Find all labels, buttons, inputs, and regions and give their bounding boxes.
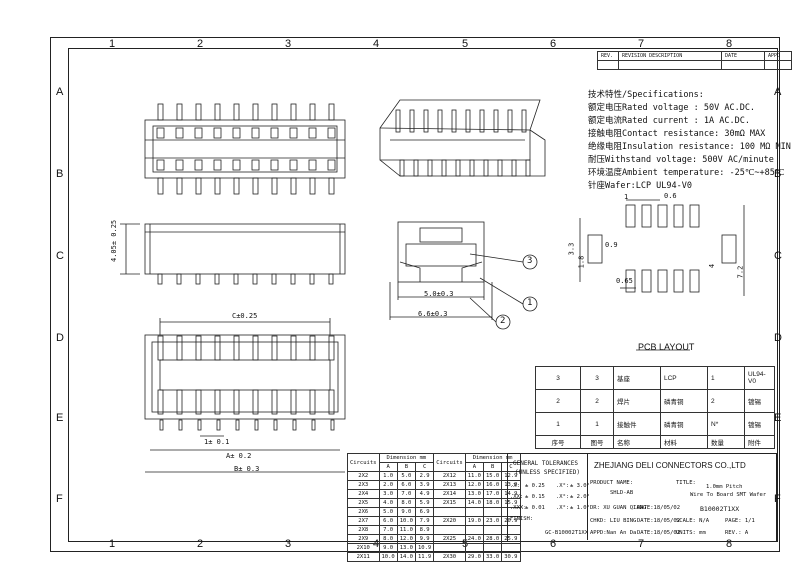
zone-top-7: 7 <box>638 38 645 50</box>
spec-withstand-voltage: 耐压Withstand voltage: 500V AC/minute <box>588 155 774 165</box>
zone-right-d: D <box>774 332 782 344</box>
zone-bottom-2: 2 <box>197 538 204 550</box>
pcb-dim-7-2: 7.2 <box>736 265 745 279</box>
bom-table: 3 3 基座 LCP 1 UL94-V0 2 2 焊片 磷青铜 2 镀锡 1 1… <box>535 366 775 449</box>
finish-label: FINISH: <box>510 516 534 522</box>
pcb-dim-0-6: 0.6 <box>664 192 677 200</box>
zone-right-f: F <box>774 493 781 505</box>
pcb-dim-3-3: 3.3 <box>567 242 576 256</box>
dim-b: B± 0.3 <box>234 465 260 473</box>
zone-left-d: D <box>56 332 64 344</box>
zone-left-f: F <box>56 493 63 505</box>
tol-title: GENERAL TOLERANCES <box>513 460 579 467</box>
dim-c: C±0.25 <box>232 312 258 320</box>
zone-left-a: A <box>56 86 64 98</box>
zone-right-c: C <box>774 250 782 262</box>
dim-5-0: 5.0±0.3 <box>424 290 454 298</box>
zone-top-4: 4 <box>373 38 380 50</box>
top-view-body <box>144 119 346 179</box>
dim-pitch: 1± 0.1 <box>204 438 230 446</box>
pcb-layout-title: PCB LAYOUT <box>638 342 695 352</box>
spec-voltage: 额定电压Rated voltage : 50V AC.DC. <box>588 103 756 113</box>
spec-contact-resistance: 接触电阻Contact resistance: 30mΩ MAX <box>588 129 766 139</box>
zone-left-c: C <box>56 250 64 262</box>
zone-left-e: E <box>56 412 64 424</box>
side-view-body <box>144 223 346 275</box>
part-number: B10002T1XX <box>700 505 740 513</box>
zone-bottom-6: 6 <box>550 538 557 550</box>
spec-temperature: 环境温度Ambient temperature: -25℃~+85℃ <box>588 168 785 178</box>
product-name: SHLD-AB <box>610 490 634 496</box>
bom-row-2: 2 2 焊片 磷青铜 2 镀锡 <box>535 389 775 413</box>
pcb-dim-0-65: 0.65 <box>616 277 633 285</box>
bom-row-3: 3 3 基座 LCP 1 UL94-V0 <box>535 366 775 390</box>
dim-height: 4.05± 0.25 <box>110 219 118 262</box>
zone-bottom-1: 1 <box>109 538 116 550</box>
bom-header: 序号 图号 名称 材料 数量 附件 <box>535 435 775 449</box>
pcb-dim-1: 1 <box>624 193 629 201</box>
pcb-dim-4: 4 <box>708 263 717 269</box>
tol-sub: (UNLESS SPECIFIED) <box>515 469 581 476</box>
zone-top-8: 8 <box>726 38 733 50</box>
company-name: ZHEJIANG DELI CONNECTORS CO.,LTD <box>594 461 746 470</box>
zone-bottom-7: 7 <box>638 538 645 550</box>
pcb-dim-0-9: 0.9 <box>605 241 618 249</box>
zone-right-b: B <box>774 168 782 180</box>
zone-right-e: E <box>774 412 782 424</box>
callout-2: 2 <box>500 316 506 326</box>
bottom-view-body <box>144 334 346 420</box>
zone-left-b: B <box>56 168 64 180</box>
zone-top-5: 5 <box>462 38 469 50</box>
zone-top-2: 2 <box>197 38 204 50</box>
callout-1: 1 <box>527 298 533 308</box>
zone-top-6: 6 <box>550 38 557 50</box>
zone-right-a: A <box>774 86 782 98</box>
callout-3: 3 <box>527 256 533 266</box>
revision-table: REV. REVISION DESCRIPTION DATE APPD <box>597 51 792 70</box>
zone-top-3: 3 <box>285 38 292 50</box>
dim-6-6: 6.6±0.3 <box>418 310 448 318</box>
end-view-body <box>397 221 485 283</box>
bom-row-1: 1 1 接触件 磷青铜 N* 镀锡 <box>535 412 775 436</box>
doc-number: GC-B10002T1XX <box>545 530 589 536</box>
dimension-table: Circuits Dimension mm Circuits Dimension… <box>347 453 521 562</box>
zone-top-1: 1 <box>109 38 116 50</box>
spec-current: 额定电流Rated current : 1A AC.DC. <box>588 116 750 126</box>
spec-wafer: 针座Wafer:LCP UL94-V0 <box>588 181 692 191</box>
zone-bottom-8: 8 <box>726 538 733 550</box>
zone-bottom-3: 3 <box>285 538 292 550</box>
pcb-dim-1-8: 1.8 <box>577 255 586 269</box>
spec-insulation-resistance: 绝缘电阻Insulation resistance: 100 MΩ MIN <box>588 142 791 152</box>
dim-a: A± 0.2 <box>226 452 252 460</box>
title-block <box>507 453 777 542</box>
spec-title: 技术特性/Specifications: <box>588 90 704 100</box>
